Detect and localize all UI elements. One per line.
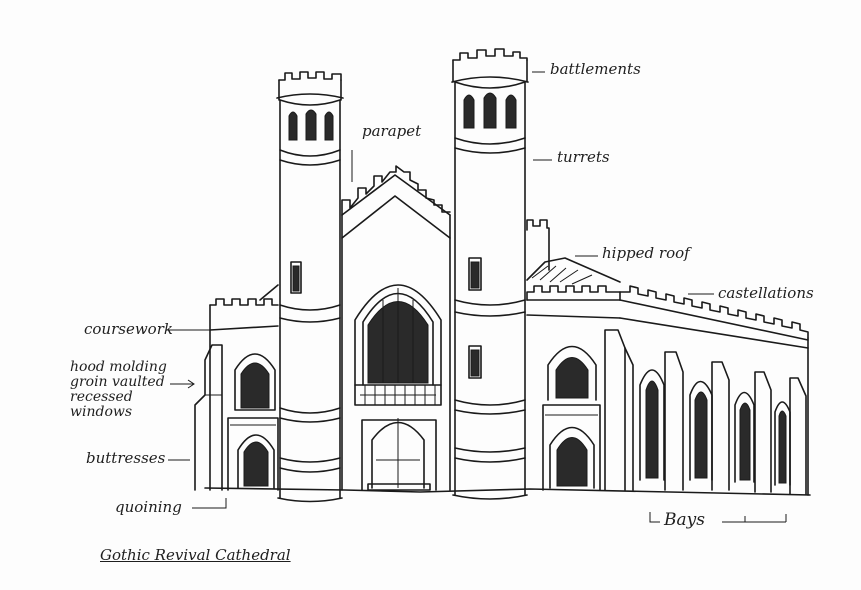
left-tower xyxy=(276,71,344,503)
label-buttresses: buttresses xyxy=(86,449,166,467)
center-facade xyxy=(341,165,451,491)
leader-hood-molding xyxy=(170,379,195,389)
label-battlements: battlements xyxy=(550,60,641,78)
label-castellations: castellations xyxy=(718,284,814,302)
leader-bays xyxy=(649,512,787,523)
left-wing xyxy=(194,284,279,491)
leader-lines xyxy=(166,71,787,523)
label-parapet: parapet xyxy=(362,122,422,140)
right-wing xyxy=(526,285,809,496)
right-tower xyxy=(451,48,529,500)
label-coursework: coursework xyxy=(84,320,173,338)
label-quoining: quoining xyxy=(115,498,182,516)
drawing-title: Gothic Revival Cathedral xyxy=(100,546,291,564)
hipped-roof-shape xyxy=(526,257,621,285)
label-bays: Bays xyxy=(664,510,705,530)
label-hood-molding: hood molding groin vaulted recessed wind… xyxy=(70,359,167,420)
leader-quoining xyxy=(192,498,227,509)
label-hipped-roof: hipped roof xyxy=(602,244,690,262)
small-turret xyxy=(526,219,550,271)
label-turrets: turrets xyxy=(557,148,610,166)
ground-line xyxy=(204,487,811,496)
